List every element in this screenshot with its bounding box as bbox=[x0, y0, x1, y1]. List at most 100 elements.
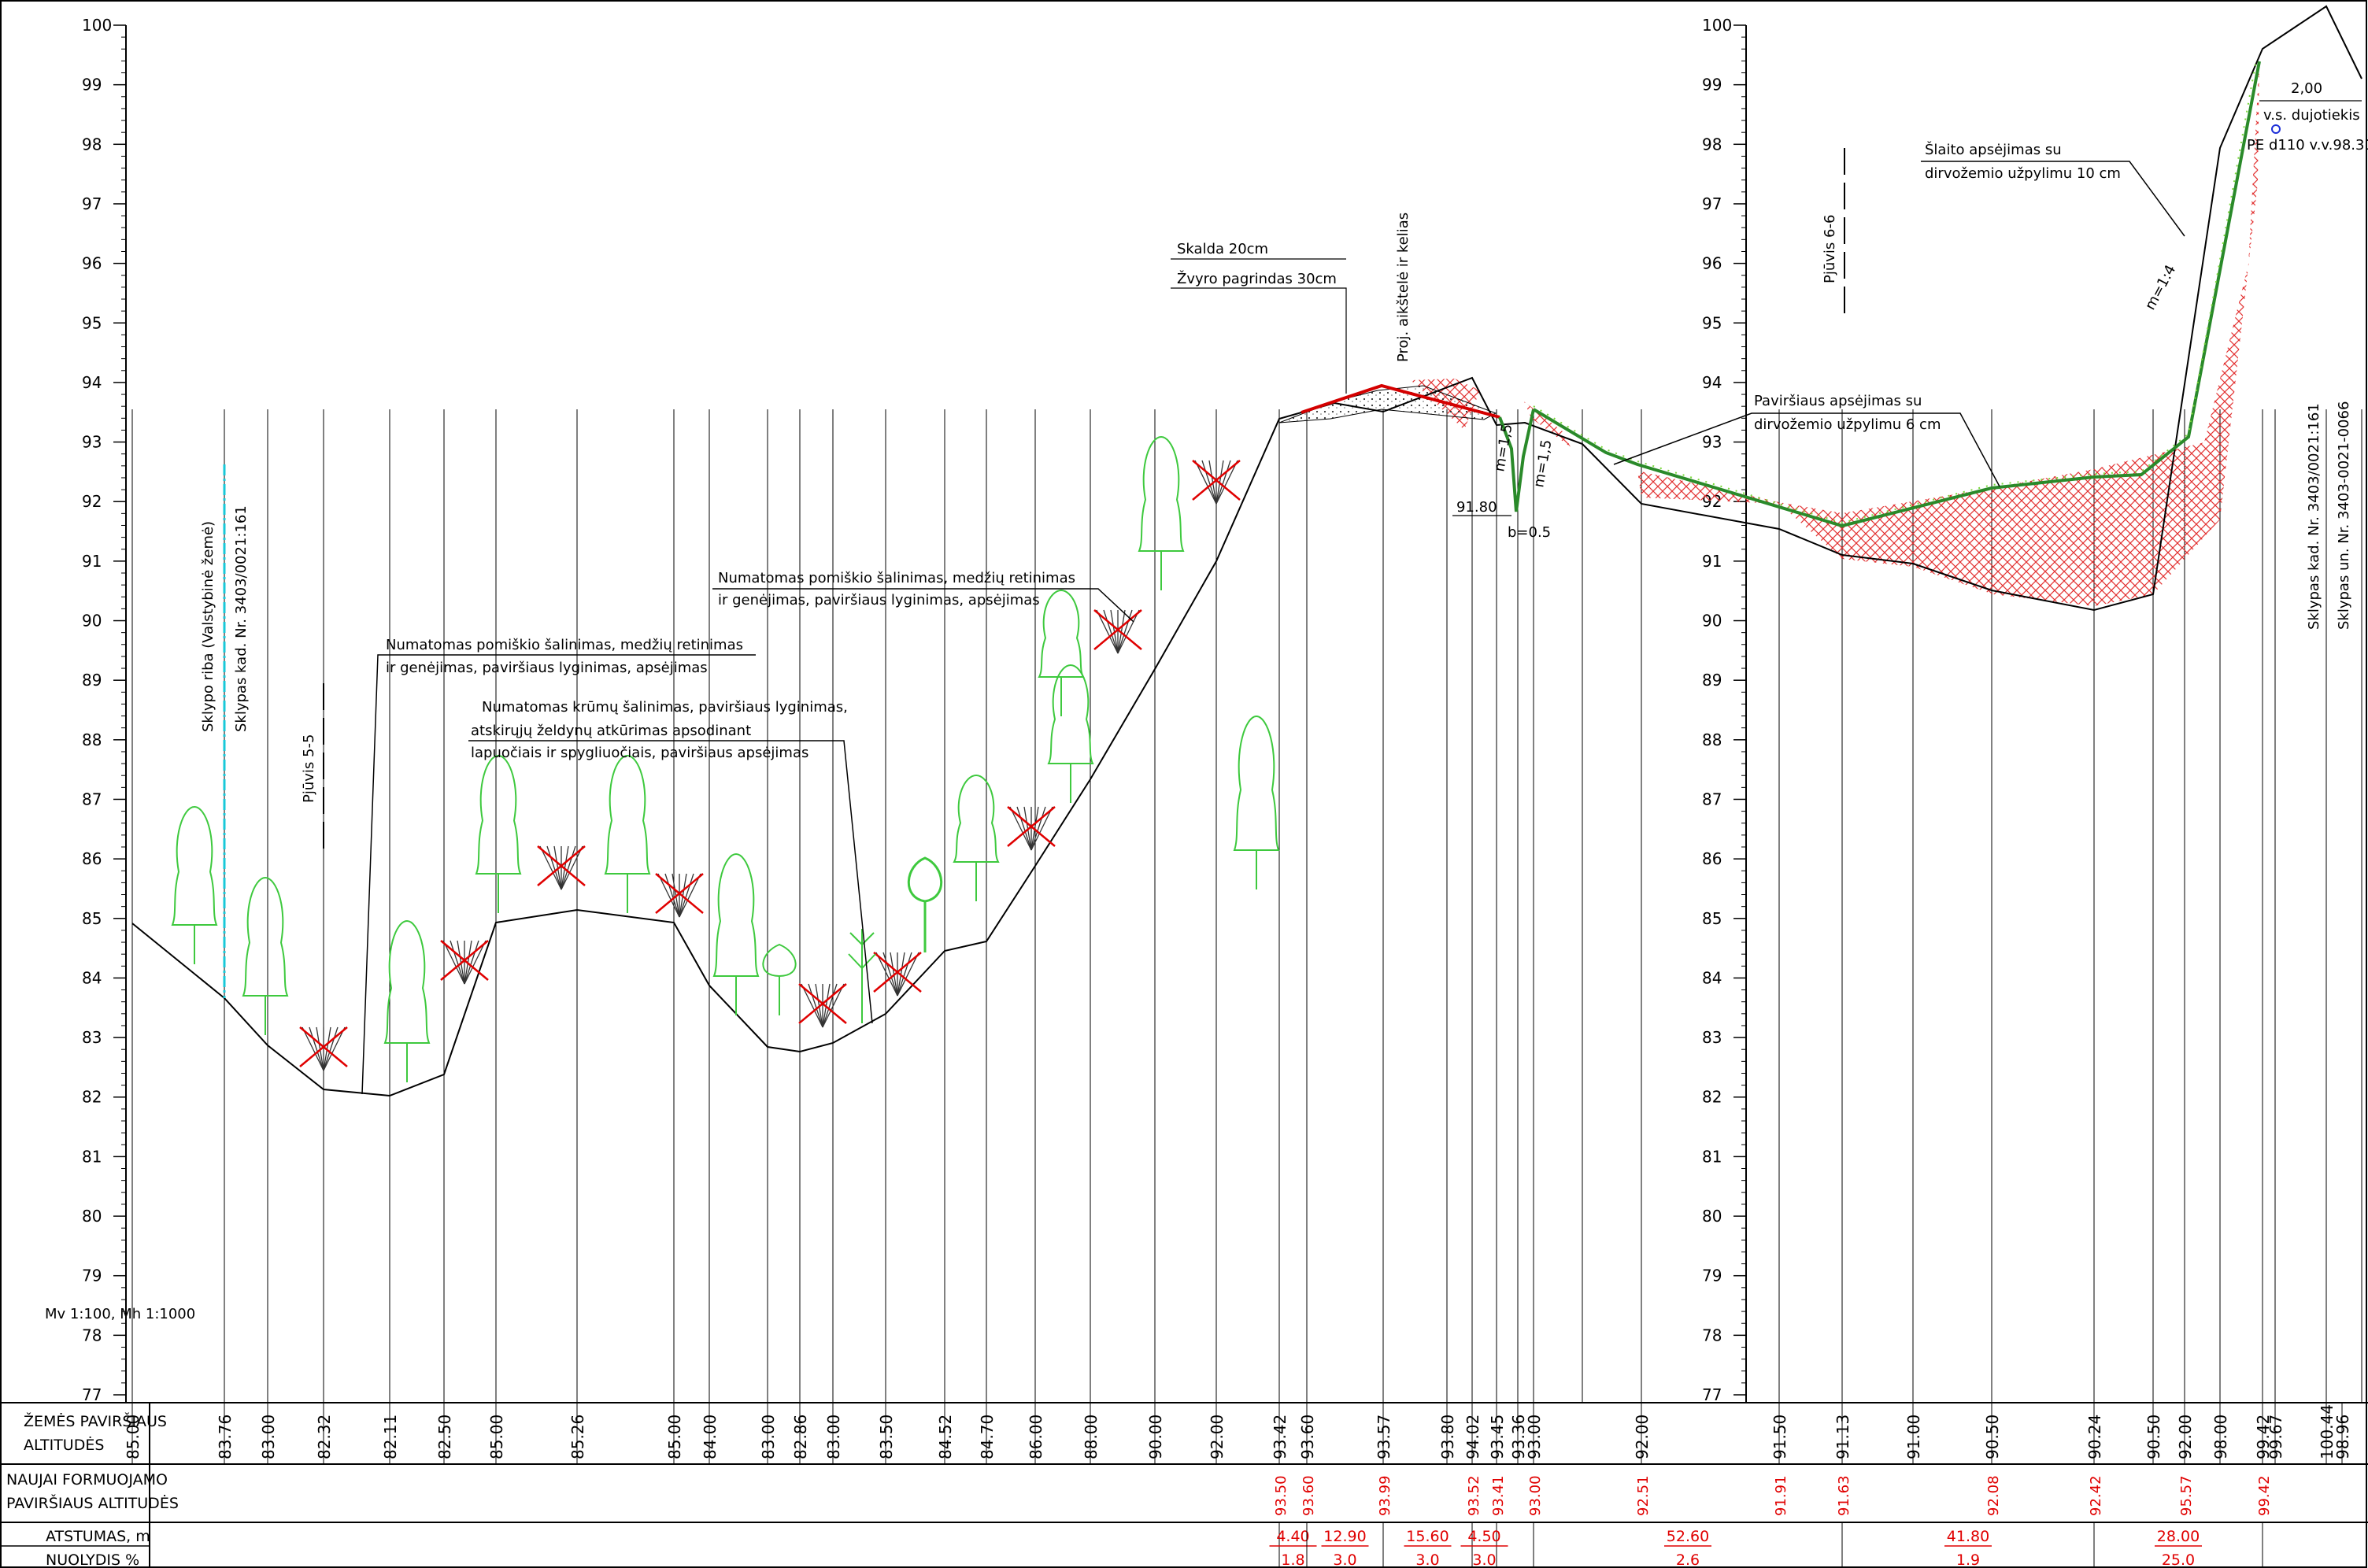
tree-icon bbox=[712, 852, 760, 1015]
axis-tick-label: 89 bbox=[1702, 671, 1722, 690]
axis-tick-label: 87 bbox=[1702, 790, 1722, 808]
axis-tick-label: 79 bbox=[82, 1267, 102, 1285]
axis-tick-label: 87 bbox=[82, 790, 102, 808]
distance-label: 52.60 bbox=[1667, 1528, 1709, 1545]
svg-text:Paviršiaus apsėjimas su: Paviršiaus apsėjimas su bbox=[1754, 393, 1922, 409]
axis-tick-label: 94 bbox=[1702, 373, 1722, 392]
svg-text:Žvyro pagrindas 30cm: Žvyro pagrindas 30cm bbox=[1177, 270, 1337, 287]
ground-level-label: 83.76 bbox=[216, 1415, 235, 1459]
axis-tick-label: 89 bbox=[82, 671, 102, 690]
ground-level-label: 93.80 bbox=[1438, 1415, 1457, 1459]
axis-tick-label: 81 bbox=[1702, 1147, 1722, 1166]
design-level-label: 93.99 bbox=[1377, 1475, 1393, 1516]
axis-tick-label: 84 bbox=[1702, 968, 1722, 987]
svg-text:lapuočiais ir spygliuočiais, p: lapuočiais ir spygliuočiais, paviršiaus … bbox=[471, 745, 808, 761]
surface-seed-note: Paviršiaus apsėjimas su dirvožemio užpyl… bbox=[1613, 393, 2000, 487]
ground-level-label: 85.00 bbox=[487, 1415, 506, 1459]
axis-tick-label: 85 bbox=[82, 909, 102, 928]
boundary-label-1: Sklypo riba (Valstybinė žemė) bbox=[200, 521, 216, 732]
ground-level-label: 91.50 bbox=[1770, 1415, 1789, 1459]
axis-tick-label: 100 bbox=[1702, 16, 1732, 35]
ground-level-label: 100.44 bbox=[2318, 1404, 2337, 1459]
tree-icon bbox=[953, 774, 1000, 901]
axis-tick-label: 88 bbox=[1702, 730, 1722, 749]
axis-tick-label: 79 bbox=[1702, 1267, 1722, 1285]
design-level-label: 93.41 bbox=[1490, 1475, 1507, 1516]
shrub-removal-icon bbox=[440, 940, 489, 985]
existing-ground-line bbox=[131, 5, 2362, 1097]
ditch-bottom-width: b=0.5 bbox=[1508, 524, 1551, 541]
axis-tick-label: 92 bbox=[82, 492, 102, 511]
shrub-removal-icon bbox=[299, 1026, 348, 1071]
axis-tick-label: 91 bbox=[82, 552, 102, 571]
svg-text:ir genėjimas, paviršiaus lygin: ir genėjimas, paviršiaus lyginimas, apsė… bbox=[386, 660, 708, 676]
tree-icon bbox=[1038, 589, 1085, 716]
axis-tick-label: 91 bbox=[1702, 552, 1722, 571]
tree-icon bbox=[383, 919, 431, 1082]
design-level-label: 93.50 bbox=[1273, 1475, 1289, 1516]
ground-level-label: 93.60 bbox=[1298, 1415, 1317, 1459]
ground-level-label: 99.67 bbox=[2266, 1415, 2285, 1459]
design-level-label: 91.63 bbox=[1836, 1475, 1852, 1516]
shrub-removal-icon bbox=[655, 873, 704, 918]
slope-label: 3.0 bbox=[1472, 1551, 1496, 1568]
ground-level-label: 92.00 bbox=[2176, 1415, 2195, 1459]
tree-icon bbox=[1138, 435, 1185, 590]
shrub-removal-icon bbox=[798, 983, 847, 1028]
ground-level-label: 93.36 bbox=[1509, 1415, 1528, 1459]
axis-tick-label: 77 bbox=[1702, 1385, 1722, 1404]
axis-tick-label: 99 bbox=[82, 76, 102, 94]
ground-level-label: 98.00 bbox=[2211, 1415, 2230, 1459]
axis-tick-label: 84 bbox=[82, 968, 102, 987]
design-level-label: 92.42 bbox=[2088, 1475, 2104, 1516]
ground-level-label: 90.00 bbox=[1146, 1415, 1165, 1459]
row3-title-b: NUOLYDIS % bbox=[46, 1551, 139, 1568]
axis-tick-label: 78 bbox=[82, 1326, 102, 1344]
axis-tick-label: 86 bbox=[82, 849, 102, 868]
svg-text:Šlaito apsėjimas su: Šlaito apsėjimas su bbox=[1925, 141, 2062, 158]
axis-tick-label: 99 bbox=[1702, 76, 1722, 94]
slope-label: 1.8 bbox=[1281, 1551, 1304, 1568]
svg-text:dirvožemio užpylimu 6 cm: dirvožemio užpylimu 6 cm bbox=[1754, 416, 1941, 433]
axis-tick-label: 90 bbox=[1702, 612, 1722, 631]
axis-tick-label: 80 bbox=[1702, 1207, 1722, 1226]
ground-level-label: 83.50 bbox=[877, 1415, 896, 1459]
design-level-label: 93.60 bbox=[1301, 1475, 1317, 1516]
slope-label: 2.6 bbox=[1676, 1551, 1700, 1568]
ground-level-label: 90.50 bbox=[1983, 1415, 2002, 1459]
axis-tick-label: 88 bbox=[82, 730, 102, 749]
distance-label: 28.00 bbox=[2157, 1528, 2200, 1545]
ground-level-label: 82.50 bbox=[435, 1415, 454, 1459]
ground-level-label: 94.02 bbox=[1463, 1415, 1482, 1459]
ground-level-label: 93.57 bbox=[1375, 1415, 1393, 1459]
axis-tick-label: 100 bbox=[82, 16, 112, 35]
svg-text:Skalda 20cm: Skalda 20cm bbox=[1177, 241, 1268, 257]
design-level-label: 99.42 bbox=[2256, 1475, 2273, 1516]
gas-pipe: 2,00 v.s. dujotiekis PE d110 v.v.98.31 bbox=[2247, 80, 2368, 153]
axis-tick-label: 96 bbox=[1702, 254, 1722, 273]
profile-table bbox=[0, 1402, 2368, 1568]
ground-level-label: 91.00 bbox=[1904, 1415, 1923, 1459]
svg-text:Numatomas krūmų šalinimas, pav: Numatomas krūmų šalinimas, paviršiaus ly… bbox=[482, 699, 848, 716]
slope-label: 25.0 bbox=[2162, 1551, 2195, 1568]
ground-level-label: 92.00 bbox=[1633, 1415, 1652, 1459]
row2-title-b: PAVIRŠIAUS ALTITUDĖS bbox=[6, 1493, 179, 1512]
tree-icon bbox=[475, 754, 522, 913]
elevation-axes: 1009998979695949392919089888786858483828… bbox=[82, 16, 1747, 1404]
ground-level-label: 93.45 bbox=[1488, 1415, 1507, 1459]
design-level-label: 93.00 bbox=[1527, 1475, 1544, 1516]
axis-tick-label: 78 bbox=[1702, 1326, 1722, 1344]
axis-tick-label: 98 bbox=[82, 135, 102, 153]
ground-level-label: 84.70 bbox=[978, 1415, 997, 1459]
axis-tick-label: 98 bbox=[1702, 135, 1722, 153]
ground-level-label: 83.00 bbox=[759, 1415, 778, 1459]
tree-icon bbox=[242, 876, 289, 1035]
ground-level-label: 82.11 bbox=[381, 1415, 400, 1459]
shrub-removal-icon bbox=[537, 845, 586, 890]
axis-tick-label: 77 bbox=[82, 1385, 102, 1404]
shrub-removal-icon bbox=[1007, 806, 1056, 851]
ground-level-label: 99.42 bbox=[2254, 1415, 2273, 1459]
section-6-label: Pjūvis 6-6 bbox=[1822, 215, 1838, 283]
